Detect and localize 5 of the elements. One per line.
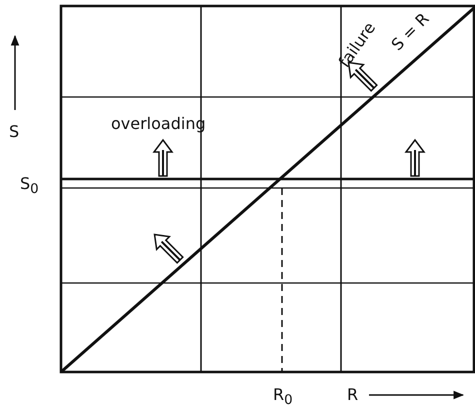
axis-label: R (347, 387, 358, 403)
axis-label: S (9, 124, 20, 140)
axis-label: R$_{0}$ (273, 387, 293, 407)
axis-label: S$_{0}$ (20, 176, 39, 197)
line-label: S = R (388, 10, 432, 54)
